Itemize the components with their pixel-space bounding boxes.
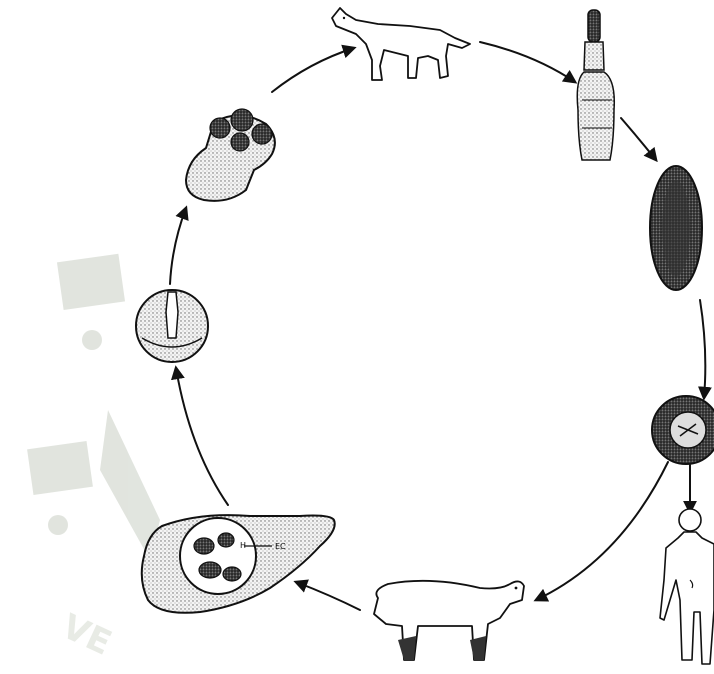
adult-tapeworm [577, 10, 614, 160]
arrow-scolex-to-evaginated [170, 208, 186, 284]
label-cyst-wall-mark: EC [275, 542, 286, 551]
arrow-evaginated-to-dog [272, 48, 354, 92]
protoscolex-invaginated [136, 290, 208, 362]
label-hydatid-mark: H [240, 541, 246, 550]
dog-definitive-host [332, 8, 470, 80]
gravid-proglottid [650, 166, 702, 290]
human-accidental-host [660, 509, 714, 664]
egg [652, 396, 714, 464]
liver-with-hydatid-cyst: H EC [142, 515, 335, 613]
arrow-egg-to-sheep [536, 462, 668, 600]
arrow-proglottid-to-egg [700, 300, 705, 398]
arrow-worm-to-proglottid [621, 118, 656, 160]
arrow-sheep-to-liver [296, 582, 360, 610]
arrow-dog-to-worm [480, 42, 575, 82]
arrow-liver-to-scolex [176, 368, 228, 505]
svg-text:VE: VE [56, 606, 118, 663]
protoscolex-evaginated [186, 109, 275, 201]
sheep-intermediate-host [374, 581, 524, 660]
